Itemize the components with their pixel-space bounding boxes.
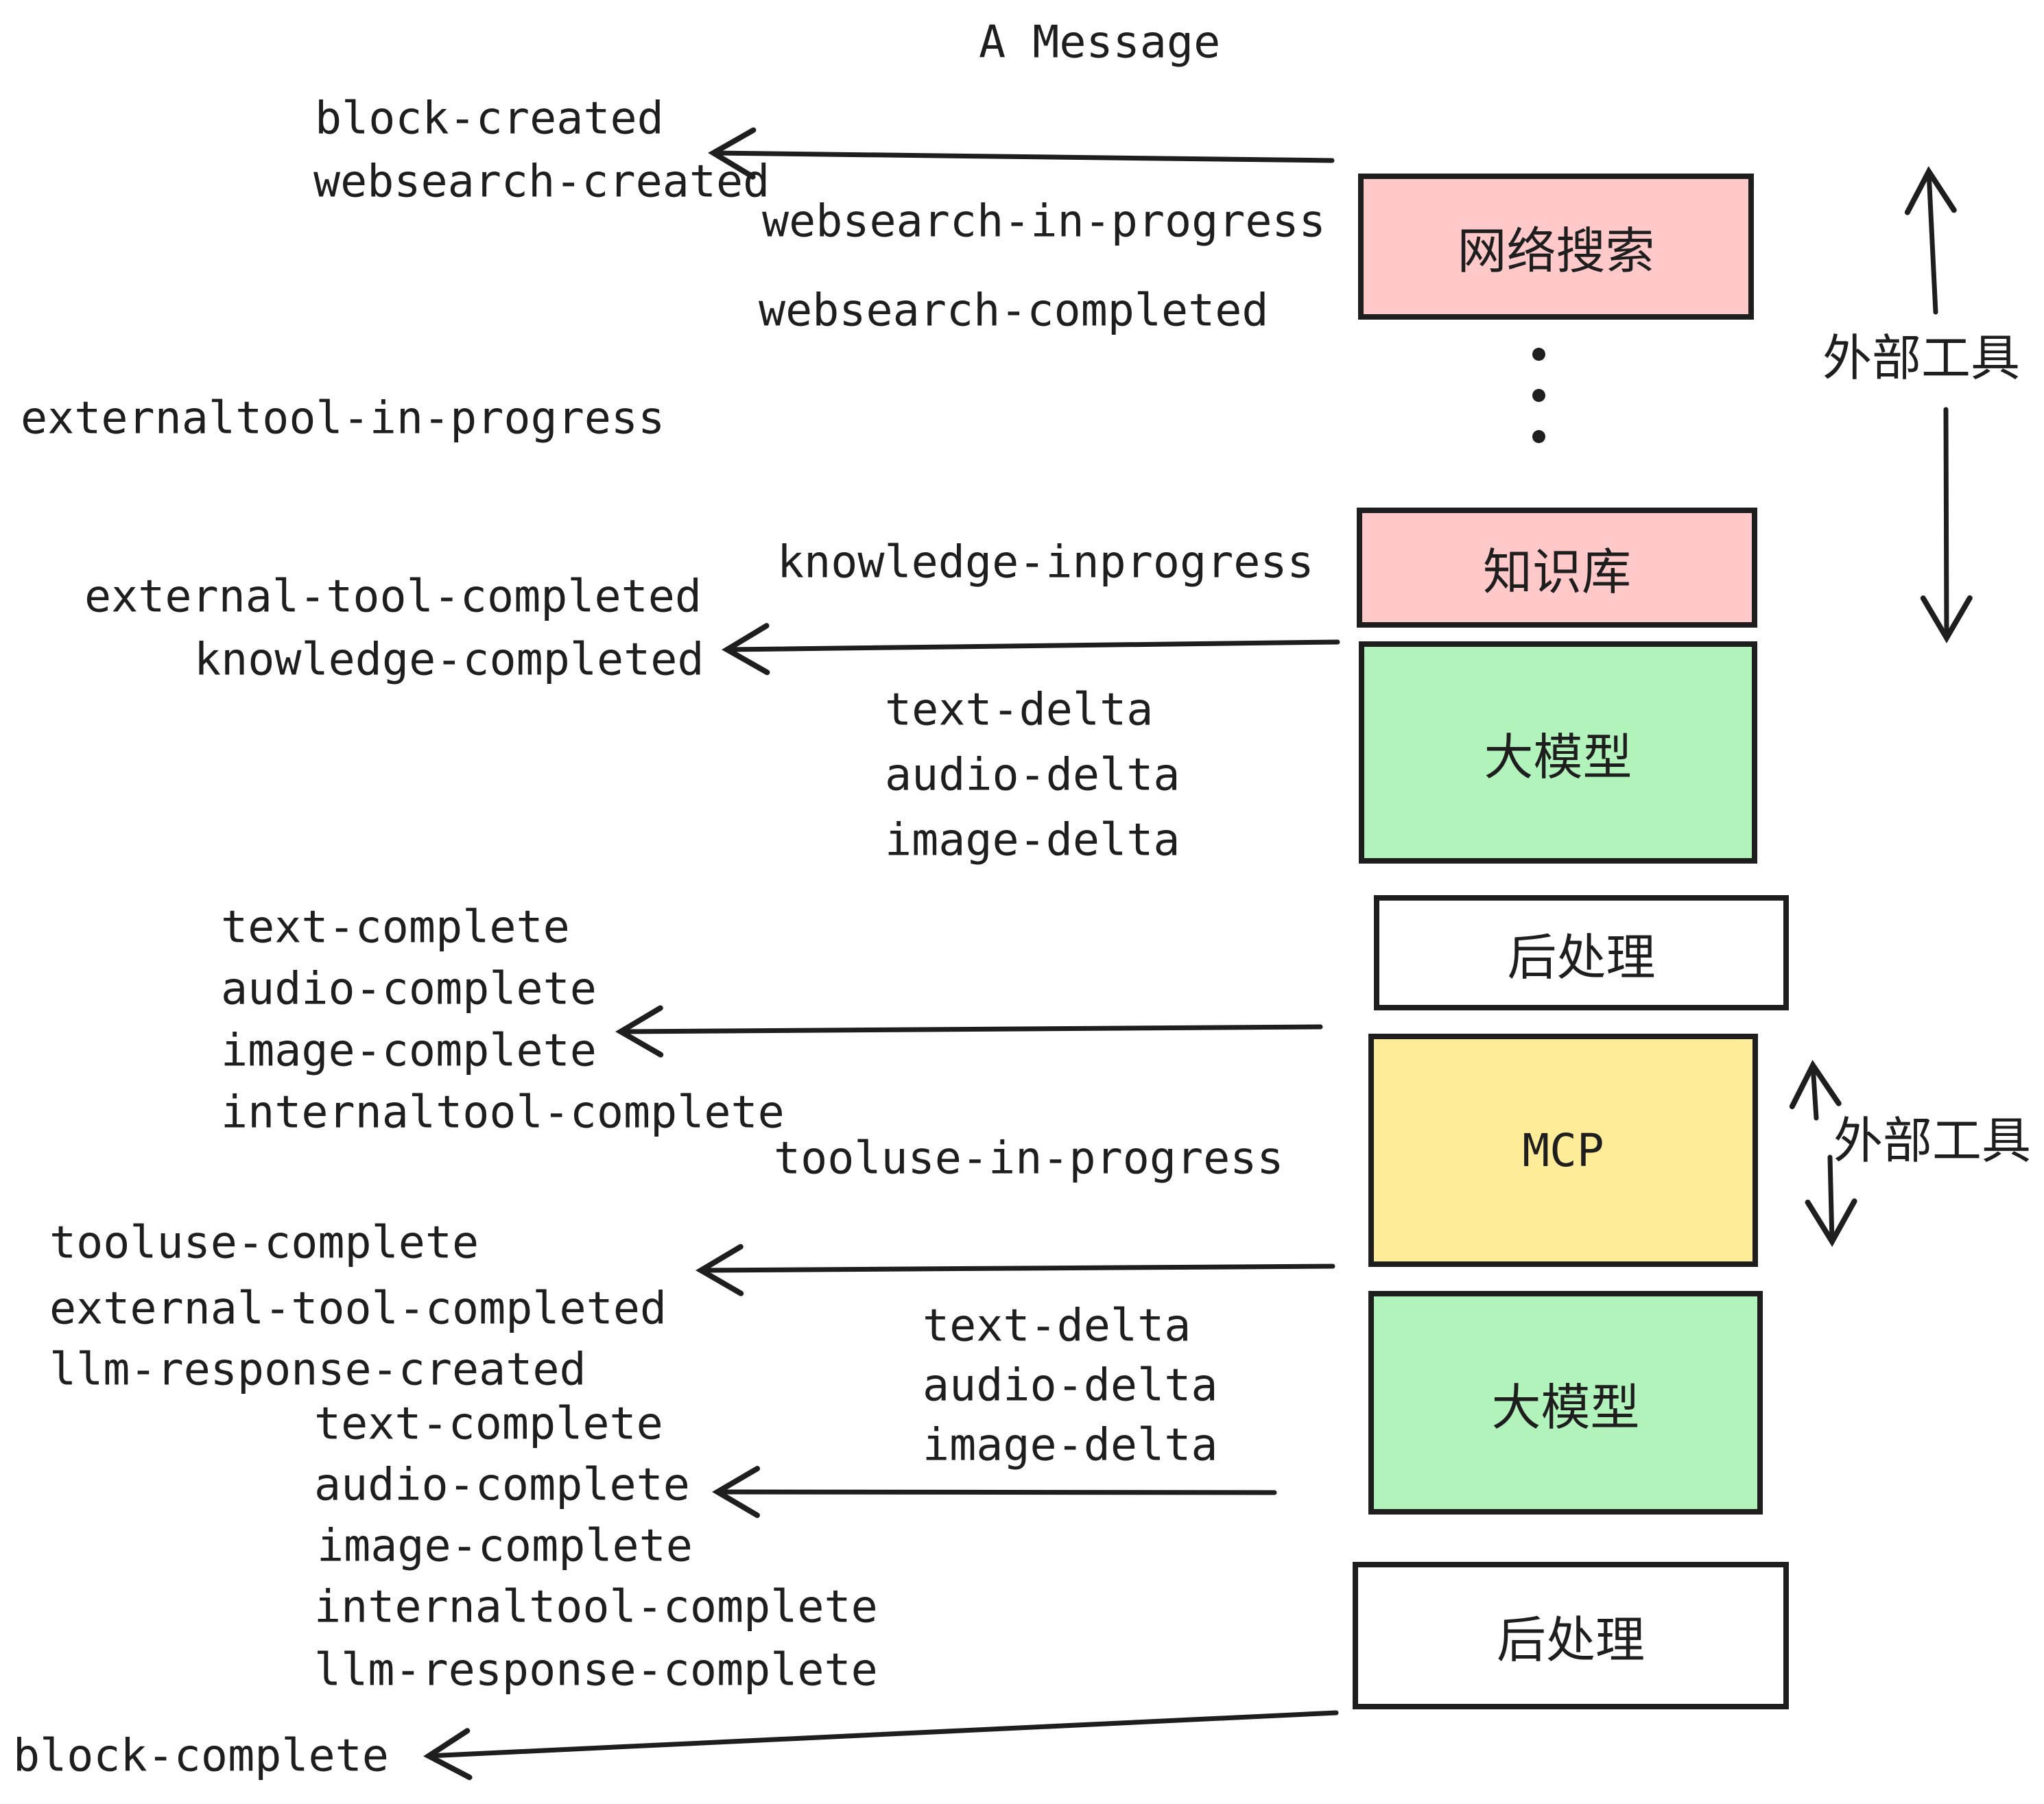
event-knowledge-inprogress: knowledge-inprogress	[777, 536, 1314, 589]
arrow-external-tools-up-2	[1789, 1060, 1842, 1121]
event-block-complete: block-complete	[13, 1730, 389, 1782]
event-llm-response-complete: llm-response-complete	[314, 1644, 878, 1696]
event-image-complete-2: image-complete	[317, 1520, 693, 1572]
box-mcp-label: MCP	[1522, 1124, 1604, 1177]
box-knowledge: 知识库	[1357, 508, 1757, 628]
box-postprocess-1-label: 后处理	[1507, 928, 1656, 986]
annotation-external-tools-2: 外部工具	[1833, 1112, 2032, 1170]
box-websearch-label: 网络搜索	[1457, 222, 1655, 280]
event-external-tool-completed-1: external-tool-completed	[84, 571, 702, 623]
diagram-title: A Message	[979, 16, 1221, 69]
box-postprocess-2: 后处理	[1353, 1562, 1789, 1709]
event-image-delta-2: image-delta	[923, 1419, 1218, 1471]
event-internaltool-complete-2: internaltool-complete	[314, 1581, 878, 1633]
box-llm-2-label: 大模型	[1491, 1378, 1640, 1436]
event-image-complete-1: image-complete	[221, 1025, 597, 1077]
event-text-delta-1: text-delta	[885, 684, 1154, 736]
event-text-complete-1: text-complete	[221, 901, 570, 953]
event-audio-delta-2: audio-delta	[923, 1360, 1218, 1412]
box-llm-1: 大模型	[1359, 641, 1757, 864]
event-audio-complete-2: audio-complete	[314, 1459, 690, 1511]
event-block-created: block-created	[315, 93, 664, 145]
event-internaltool-complete-1: internaltool-complete	[221, 1087, 785, 1139]
ellipsis-dot	[1532, 389, 1545, 402]
event-external-tool-completed-2: external-tool-completed	[49, 1283, 667, 1335]
event-websearch-created: websearch-created	[313, 156, 770, 208]
arrow-external-tools-down-1	[1920, 407, 1973, 643]
event-externaltool-in-progress: externaltool-in-progress	[21, 392, 665, 444]
event-text-complete-2: text-complete	[314, 1398, 663, 1450]
box-postprocess-1: 后处理	[1374, 895, 1789, 1010]
event-llm-response-created: llm-response-created	[49, 1344, 586, 1396]
event-tooluse-in-progress: tooluse-in-progress	[774, 1132, 1284, 1185]
arrow-block-created	[708, 127, 1335, 180]
box-postprocess-2-label: 后处理	[1496, 1611, 1645, 1669]
box-knowledge-label: 知识库	[1482, 543, 1631, 601]
arrow-external-tools-up-1	[1904, 166, 1957, 315]
arrow-block-complete	[423, 1710, 1339, 1781]
box-llm-2: 大模型	[1368, 1291, 1763, 1515]
arrow-tooluse-complete	[696, 1244, 1335, 1296]
annotation-external-tools-1: 外部工具	[1822, 329, 2021, 387]
event-image-delta-1: image-delta	[885, 814, 1180, 866]
event-audio-complete-1: audio-complete	[221, 963, 597, 1015]
box-llm-1-label: 大模型	[1484, 728, 1632, 786]
box-mcp: MCP	[1368, 1034, 1758, 1267]
arrow-audio-complete	[712, 1466, 1277, 1519]
event-websearch-in-progress: websearch-in-progress	[762, 195, 1326, 248]
arrow-image-complete	[615, 1005, 1323, 1058]
event-tooluse-complete: tooluse-complete	[49, 1217, 479, 1269]
ellipsis-dot	[1532, 348, 1545, 361]
event-audio-delta-1: audio-delta	[885, 749, 1180, 801]
arrow-external-tools-down-2	[1805, 1154, 1857, 1247]
ellipsis-dot	[1532, 430, 1545, 443]
arrow-knowledge-completed	[722, 623, 1340, 676]
event-websearch-completed: websearch-completed	[759, 285, 1269, 337]
box-websearch: 网络搜索	[1358, 174, 1754, 320]
event-knowledge-completed: knowledge-completed	[194, 634, 704, 686]
event-text-delta-2: text-delta	[923, 1300, 1191, 1352]
